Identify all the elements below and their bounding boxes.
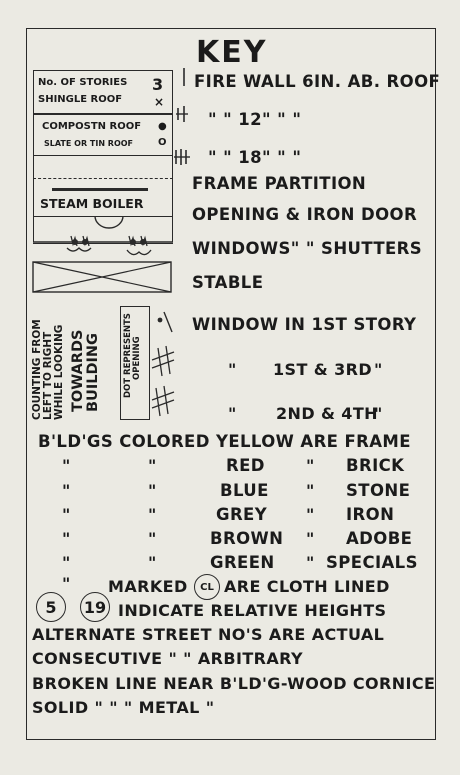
color-row-ditto-2: " [148, 456, 157, 475]
material-name: IRON [346, 505, 395, 524]
material-name: STONE [346, 481, 411, 500]
color-row-ditto-3: " [306, 553, 315, 572]
alternate-street-label: ALTERNATE STREET NO'S ARE ACTUAL [32, 625, 385, 644]
roof-type-box [33, 114, 173, 156]
color-row-ditto-3: " [306, 481, 315, 500]
color-row-ditto-3: " [306, 505, 315, 524]
fire-wall-18in-label: " " 18" " " [208, 148, 302, 167]
opening-iron-door-line [52, 188, 148, 191]
composition-roof-symbol: ● [158, 121, 167, 132]
color-row-ditto-1: " [62, 456, 71, 475]
shingle-roof-label: SHINGLE ROOF [38, 94, 123, 105]
stories-number: 3 [152, 75, 164, 94]
fire-wall-6in-label: FIRE WALL 6IN. AB. ROOF [194, 72, 441, 91]
opening-iron-door-label: OPENING & IRON DOOR [192, 205, 418, 224]
towards-building-text: TOWARDS BUILDING [70, 329, 102, 412]
window-1st-3rd-label: 1ST & 3RD [273, 360, 372, 379]
frame-partition-label: FRAME PARTITION [192, 174, 367, 193]
consecutive-label: CONSECUTIVE " " ARBITRARY [32, 649, 303, 668]
broken-line-label: BROKEN LINE NEAR B'LD'G-WOOD CORNICE [32, 674, 436, 693]
ditto-quote-right-1: " [374, 360, 383, 379]
cloth-lined-label: ARE CLOTH LINED [224, 577, 390, 596]
fire-wall-symbols [174, 68, 190, 165]
windows-shutters-label: WINDOWS" " SHUTTERS [192, 239, 423, 258]
boiler-divider [33, 216, 173, 217]
window-2nd-4th-label: 2ND & 4TH [276, 404, 378, 423]
cloth-lined-symbol: CL [194, 574, 220, 600]
color-row-ditto-1: " [62, 505, 71, 524]
slate-roof-symbol: O [158, 137, 167, 148]
color-row-ditto-1: " [62, 529, 71, 548]
dot-line-2: OPENING [131, 336, 142, 380]
fire-wall-12in-label: " " 12" " " [208, 110, 302, 129]
window-1st-story-label: WINDOW IN 1ST STORY [192, 315, 417, 334]
height-19-circle: 19 [80, 592, 110, 622]
ditto-quote-left-2: " [228, 404, 237, 423]
material-name: BRICK [346, 456, 405, 475]
color-row-ditto-2: " [148, 529, 157, 548]
stable-label: STABLE [192, 273, 264, 292]
composition-roof-label: COMPOSTN ROOF [42, 121, 142, 132]
window-story-symbols [151, 311, 175, 417]
steam-boiler-label: STEAM BOILER [40, 196, 144, 211]
shingle-roof-symbol: × [154, 95, 165, 109]
towards-label: TOWARDS [70, 329, 86, 412]
color-row-ditto-2: " [148, 505, 157, 524]
solid-metal-label: SOLID " " " METAL " [32, 698, 215, 717]
ditto-quote-left-1: " [228, 360, 237, 379]
color-row-ditto-1: " [62, 553, 71, 572]
color-name: BROWN [210, 529, 284, 548]
color-name: GREY [216, 505, 268, 524]
stable-symbol [32, 261, 172, 293]
frame-partition-line [33, 178, 173, 179]
shutters-divider [33, 243, 173, 244]
marked-label: MARKED [108, 577, 188, 596]
building-label: BUILDING [85, 333, 102, 412]
stories-roof-box [33, 70, 173, 114]
color-row-ditto-3: " [306, 529, 315, 548]
height-5-circle: 5 [36, 592, 66, 622]
counting-instructions: COUNTING FROM LEFT TO RIGHT WHILE LOOKIN… [31, 319, 66, 420]
color-row-ditto-1: " [62, 481, 71, 500]
slate-tin-roof-label: SLATE OR TIN ROOF [44, 139, 134, 148]
window-shutter-icons [33, 215, 173, 256]
counting-line-3: WHILE LOOKING [53, 324, 66, 420]
color-row-ditto-2: " [148, 481, 157, 500]
cloth-lined-symbol-text: CL [200, 581, 214, 593]
boiler-box [33, 156, 173, 242]
dot-represents-text: DOT REPRESENTS OPENING [123, 313, 142, 398]
color-row-ditto-3: " [306, 456, 315, 475]
dot-represents-box [120, 306, 150, 420]
color-name: BLUE [220, 481, 269, 500]
color-row-ditto-2: " [148, 553, 157, 572]
relative-heights-label: INDICATE RELATIVE HEIGHTS [118, 601, 387, 620]
material-name: SPECIALS [326, 553, 418, 572]
colors-heading: B'LD'GS COLORED YELLOW ARE FRAME [38, 432, 411, 451]
key-title: KEY [196, 35, 268, 70]
key-border [26, 28, 436, 740]
color-name: RED [226, 456, 265, 475]
material-name: ADOBE [346, 529, 413, 548]
color-name: GREEN [210, 553, 275, 572]
height-5-number: 5 [45, 597, 57, 617]
ditto-quote-right-2: " [374, 404, 383, 423]
height-19-number: 19 [83, 597, 107, 617]
cloth-ditto: " [62, 574, 71, 593]
no-of-stories-label: No. OF STORIES [38, 77, 128, 88]
